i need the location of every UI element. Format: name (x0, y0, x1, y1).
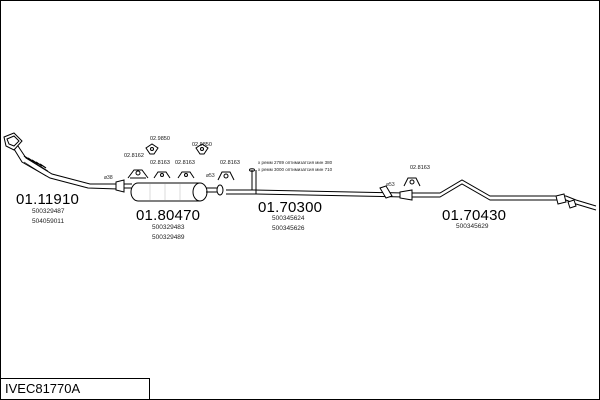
middle-pipe (226, 168, 413, 201)
part-number-middle-pipe: 01.70300 (258, 199, 323, 216)
part-ref-front-pipe-2: 504059011 (32, 218, 65, 225)
clamp-label-5: 02.8163 (175, 160, 195, 166)
note-line-1: x ремм 2789 оптимизатсия мин 380 (258, 160, 333, 165)
clamp-upper-2 (195, 143, 209, 155)
diameter-label-2: ø53 (206, 173, 215, 179)
part-ref-middle-silencer-1: 500329483 (152, 224, 185, 231)
part-ref-front-pipe-1: 500329487 (32, 208, 65, 215)
part-number-front-pipe: 01.11910 (16, 191, 80, 208)
clamp-front (127, 169, 149, 179)
clamp-label-4: 02.8163 (150, 160, 170, 166)
clamp-label-1: 02.9850 (150, 136, 170, 142)
clamp-right (217, 171, 235, 181)
clamp-rear (403, 177, 421, 187)
clamp-label-3: 02.8162 (124, 153, 144, 159)
kit-code-label: IVEC81770A (5, 381, 81, 396)
part-number-rear-pipe: 01.70430 (442, 207, 507, 224)
rear-pipe (412, 179, 597, 211)
front-pipe-flange (115, 179, 125, 193)
part-ref-middle-pipe-1: 500345624 (272, 215, 305, 222)
part-ref-middle-pipe-2: 500345626 (272, 225, 305, 232)
diameter-label-3: ø53 (386, 182, 395, 188)
clamp-upper-1 (145, 143, 159, 155)
clamp-mid-2 (177, 171, 195, 179)
clamp-label-6: 02.8163 (220, 160, 240, 166)
clamp-mid-1 (153, 171, 171, 179)
diameter-label-1: ø38 (104, 175, 113, 181)
part-number-middle-silencer: 01.80470 (136, 207, 201, 224)
kit-code-box: IVEC81770A (0, 378, 150, 400)
note-line-2: x ремм 3000 оптимизатсия мин 710 (258, 167, 333, 172)
part-ref-middle-silencer-2: 500329489 (152, 234, 185, 241)
middle-silencer (124, 182, 224, 202)
clamp-label-2: 02.9850 (192, 142, 212, 148)
clamp-label-7: 02.8163 (410, 165, 430, 171)
part-ref-rear-pipe-1: 500345629 (456, 223, 489, 230)
front-pipe (3, 132, 119, 190)
